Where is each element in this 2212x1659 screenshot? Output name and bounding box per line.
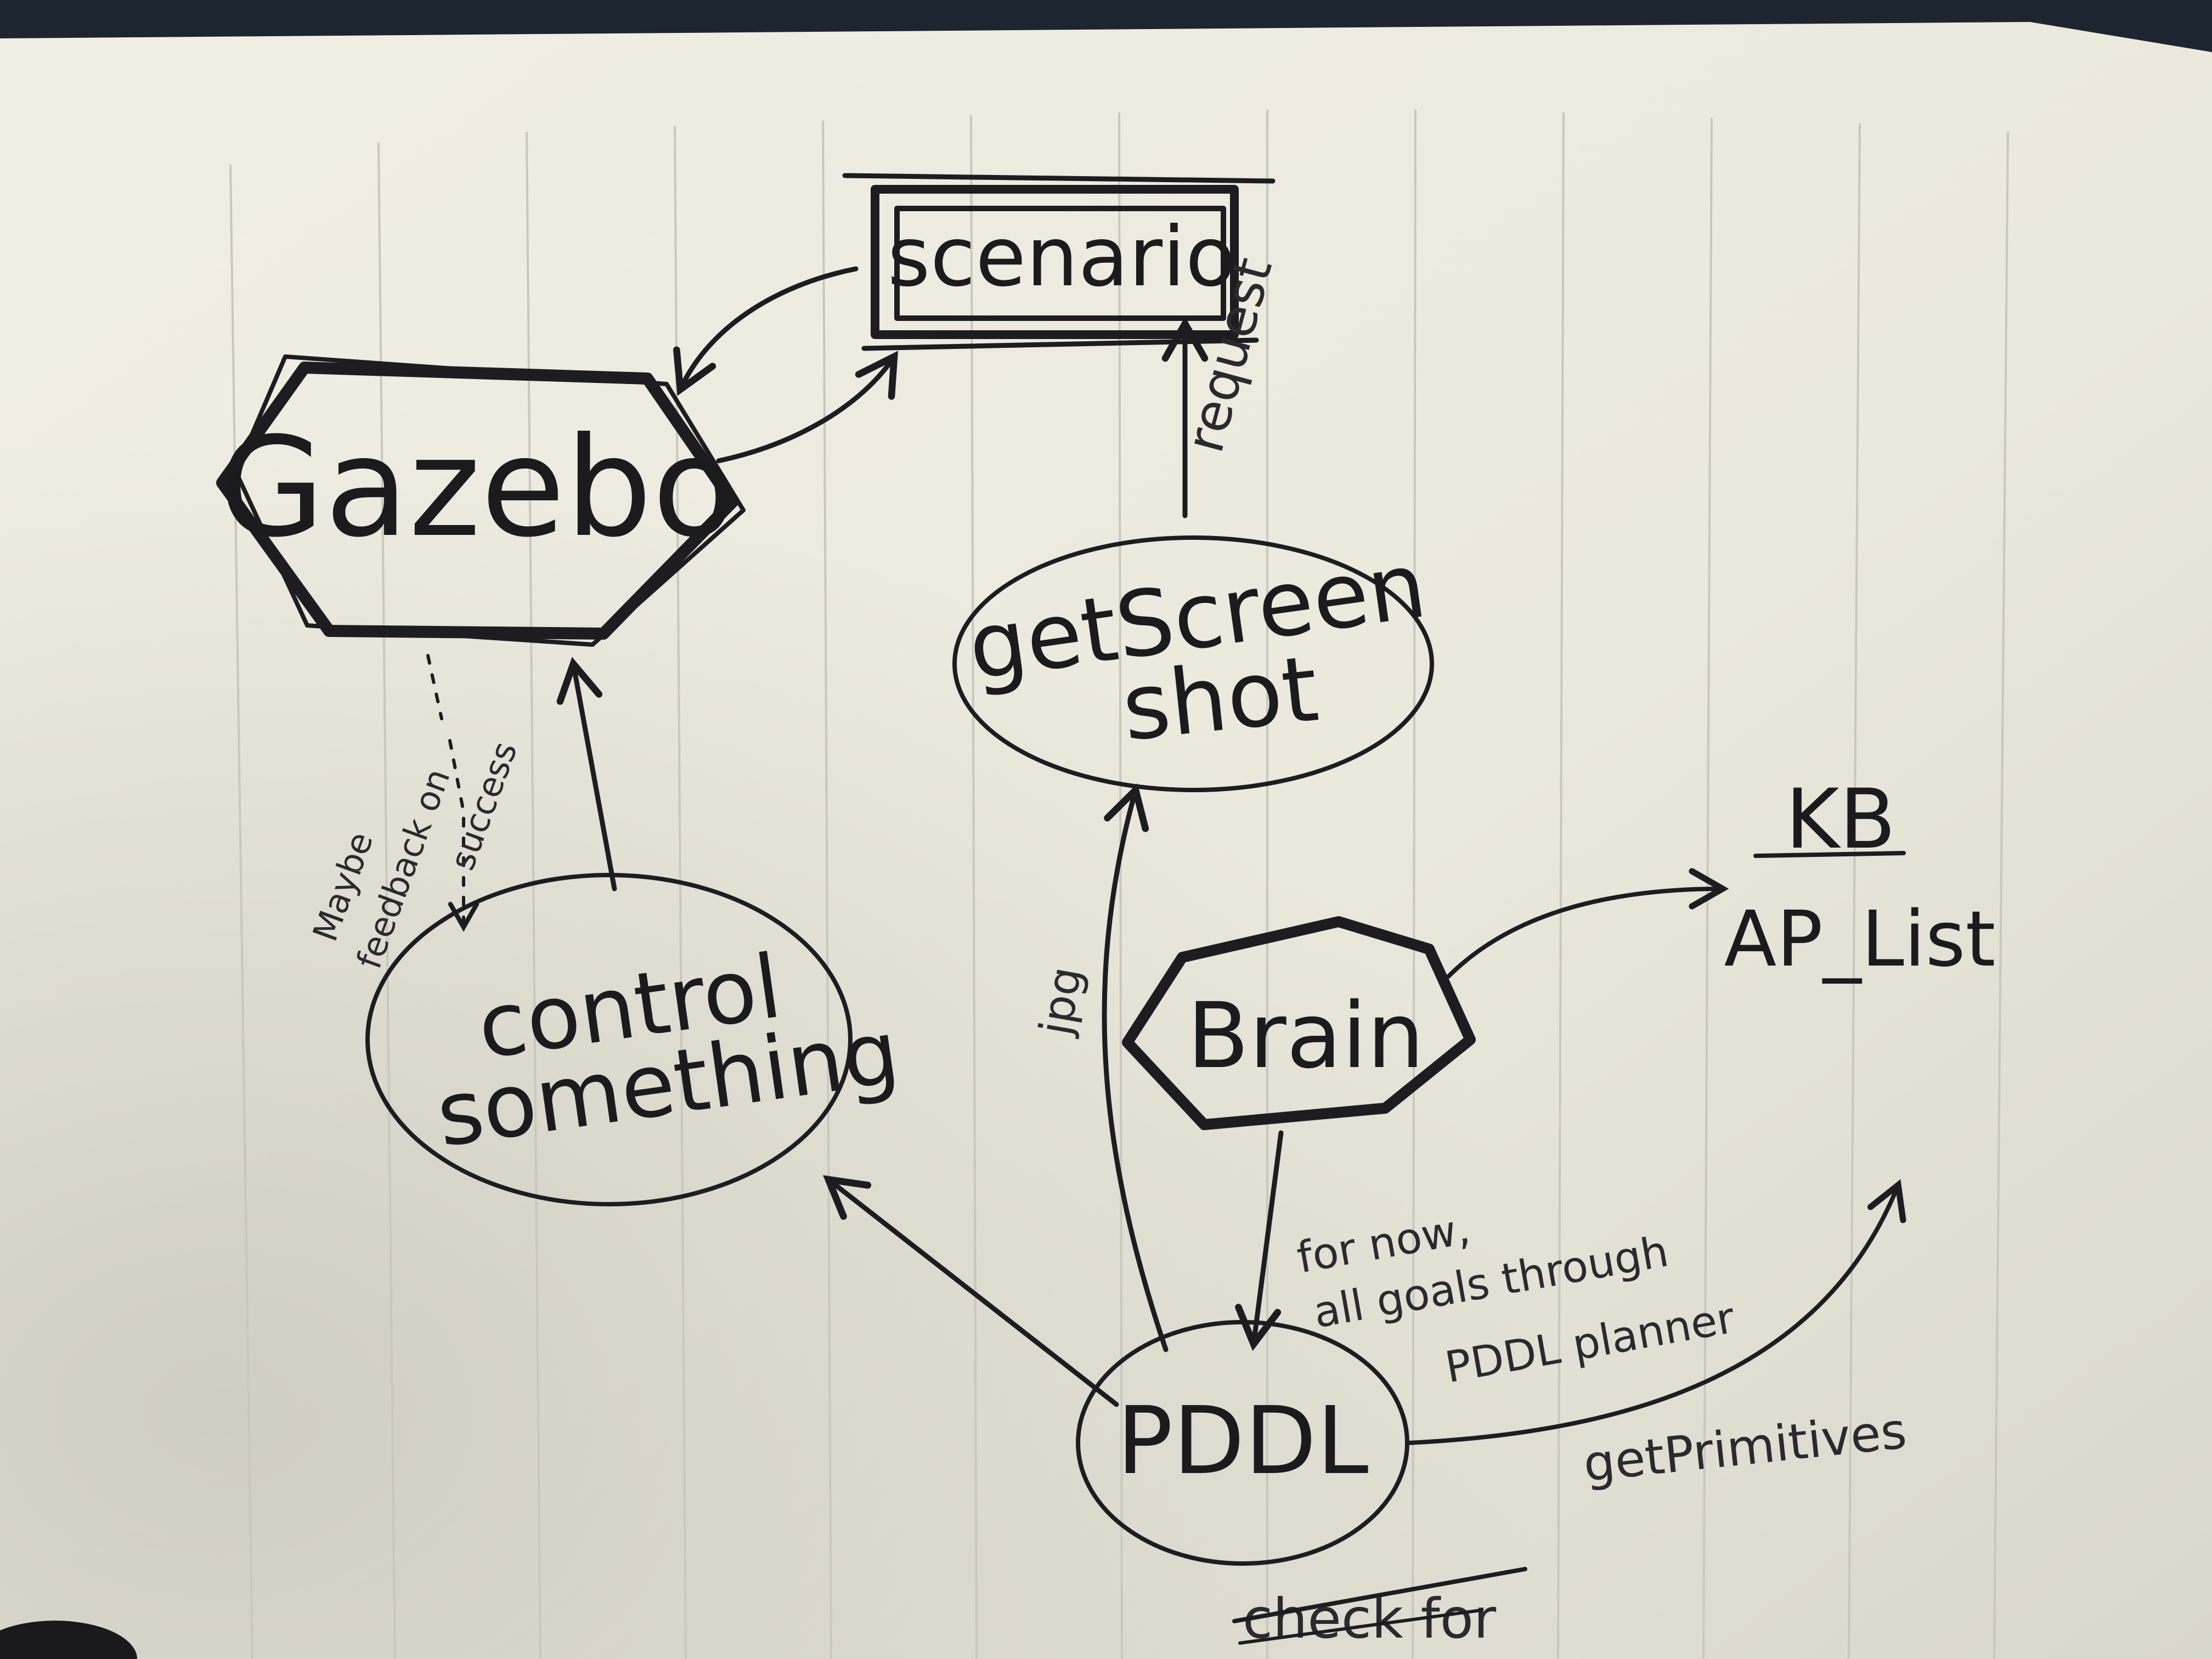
pddl-to-control-arrow xyxy=(822,1175,1119,1407)
scenario-label: scenario xyxy=(887,210,1235,305)
paper-shadow xyxy=(0,22,2212,1659)
pddl-to-screenshot-arrow xyxy=(1102,783,1169,1352)
feedback-arrow xyxy=(426,654,464,927)
pddl-node: PDDL xyxy=(1076,1320,1409,1566)
brain-to-kb-arrow xyxy=(1446,868,1729,979)
control-to-gazebo-arrow xyxy=(556,657,617,891)
jpg-label: jpg xyxy=(1030,963,1092,1040)
fingertip xyxy=(0,1621,137,1659)
struck-check-for: check for xyxy=(1232,1567,1527,1651)
pddl-to-kb-arrow xyxy=(1408,1179,1906,1445)
brain-label: Brain xyxy=(1187,983,1425,1088)
brain-to-pddl-arrow xyxy=(1235,1130,1284,1351)
ruled-lines xyxy=(229,109,2009,1659)
gazebo-node: Gazebo xyxy=(216,354,746,647)
pddl-label: PDDL xyxy=(1116,1387,1368,1496)
gazebo-label: Gazebo xyxy=(218,408,736,567)
brain-node: Brain xyxy=(1122,916,1476,1130)
scenario-to-gazebo-arrow xyxy=(673,266,859,396)
kb-node: KB AP_List xyxy=(1724,772,1996,984)
ap-list-label: AP_List xyxy=(1724,895,1996,984)
gazebo-to-scenario-arrow xyxy=(716,351,899,464)
get-screenshot-label-line2: shot xyxy=(1118,636,1323,761)
scenario-node: scenario xyxy=(842,173,1276,351)
